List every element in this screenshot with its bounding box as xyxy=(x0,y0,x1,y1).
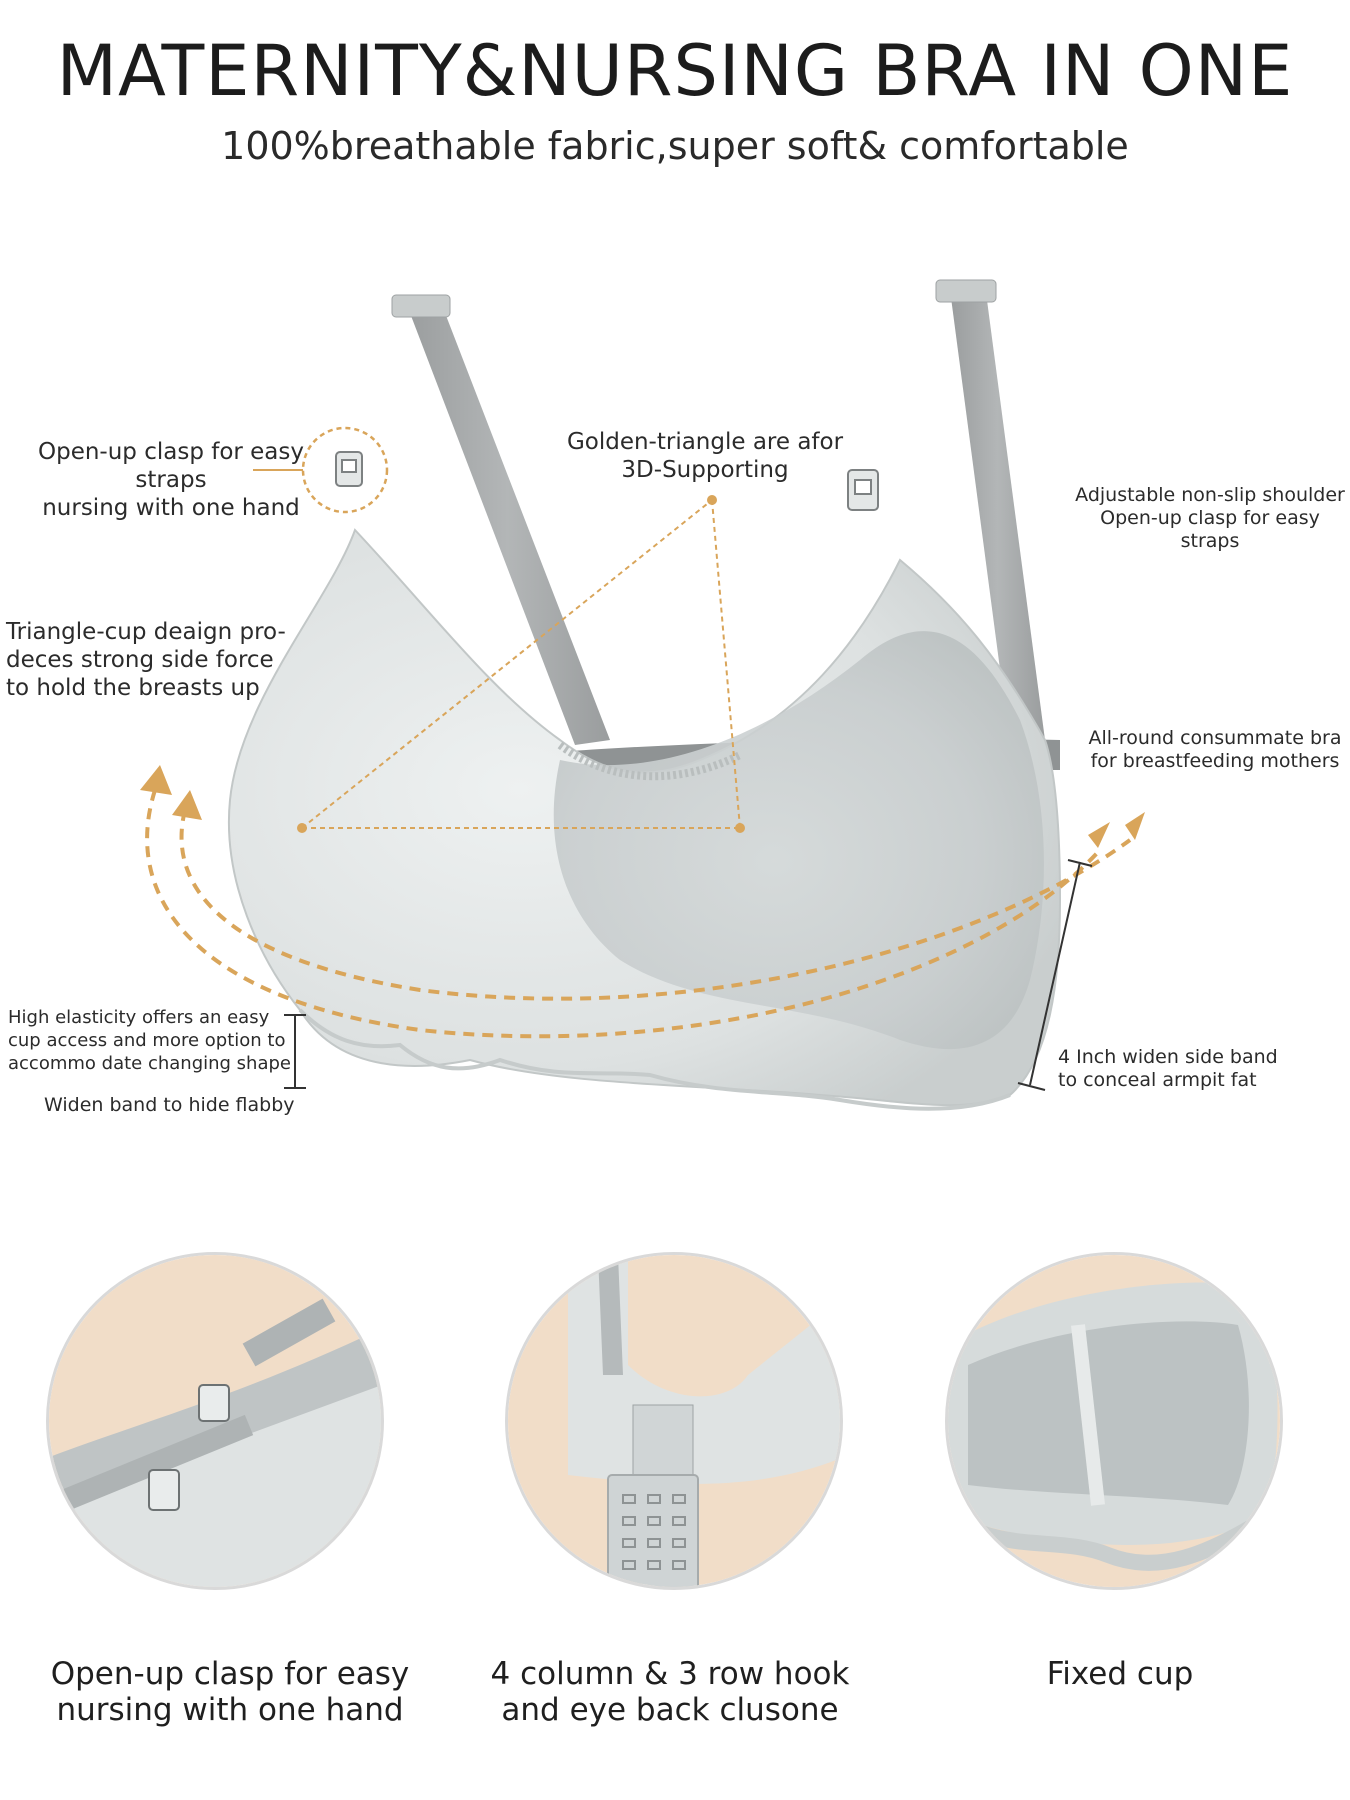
annotation-clasp-left: Open-up clasp for easy straps nursing wi… xyxy=(37,439,305,521)
left-clasp xyxy=(335,451,363,487)
annotation-widen-band: Widen band to hide flabby xyxy=(44,1094,295,1116)
hook-eye-panel xyxy=(607,1474,699,1587)
right-strap xyxy=(950,285,1045,745)
caption-fixed-cup: Fixed cup xyxy=(1046,1656,1194,1692)
clasp-highlight-circle xyxy=(301,426,389,514)
hook-eye-detail-image xyxy=(508,1255,840,1587)
annotation-golden-triangle: Golden-triangle are afor 3D-Supporting xyxy=(566,429,844,483)
annotation-triangle-cup: Triangle-cup deaign pro- deces strong si… xyxy=(6,619,286,701)
widen-band-measure xyxy=(284,1014,306,1089)
left-strap xyxy=(405,300,610,745)
right-strap-slider xyxy=(935,279,997,303)
page-subtitle: 100%breathable fabric,super soft& comfor… xyxy=(221,124,1129,168)
right-cup-shade xyxy=(553,631,1044,1050)
caption-clasp: Open-up clasp for easy nursing with one … xyxy=(50,1656,410,1728)
detail-circle-hook-eye xyxy=(505,1252,843,1590)
main-bra-illustration xyxy=(140,279,1145,1111)
bottom-hem xyxy=(298,1008,1011,1111)
side-band-measure xyxy=(1017,859,1093,1091)
caption-hook-eye: 4 column & 3 row hook and eye back cluso… xyxy=(490,1656,850,1728)
golden-triangle xyxy=(301,499,741,829)
left-strap-slider xyxy=(391,294,451,318)
annotation-all-round: All-round consummate bra for breastfeedi… xyxy=(1088,727,1342,772)
detail-circle-fixed-cup xyxy=(945,1252,1283,1590)
annotation-side-band: 4 Inch widen side band to conceal armpit… xyxy=(1058,1046,1278,1091)
fixed-cup-detail-image xyxy=(948,1255,1280,1587)
clasp-detail-image xyxy=(49,1255,381,1587)
arrow-heads xyxy=(140,765,1145,848)
annotation-high-elasticity: High elasticity offers an easy cup acces… xyxy=(8,1007,291,1074)
page-title: MATERNITY&NURSING BRA IN ONE xyxy=(56,30,1294,112)
detail-circle-clasp xyxy=(46,1252,384,1590)
annotation-adjustable-strap: Adjustable non-slip shoulder Open-up cla… xyxy=(1075,484,1345,552)
right-clasp xyxy=(847,469,879,511)
elastic-arrows xyxy=(145,789,1132,1039)
neckline-trim xyxy=(557,741,742,781)
